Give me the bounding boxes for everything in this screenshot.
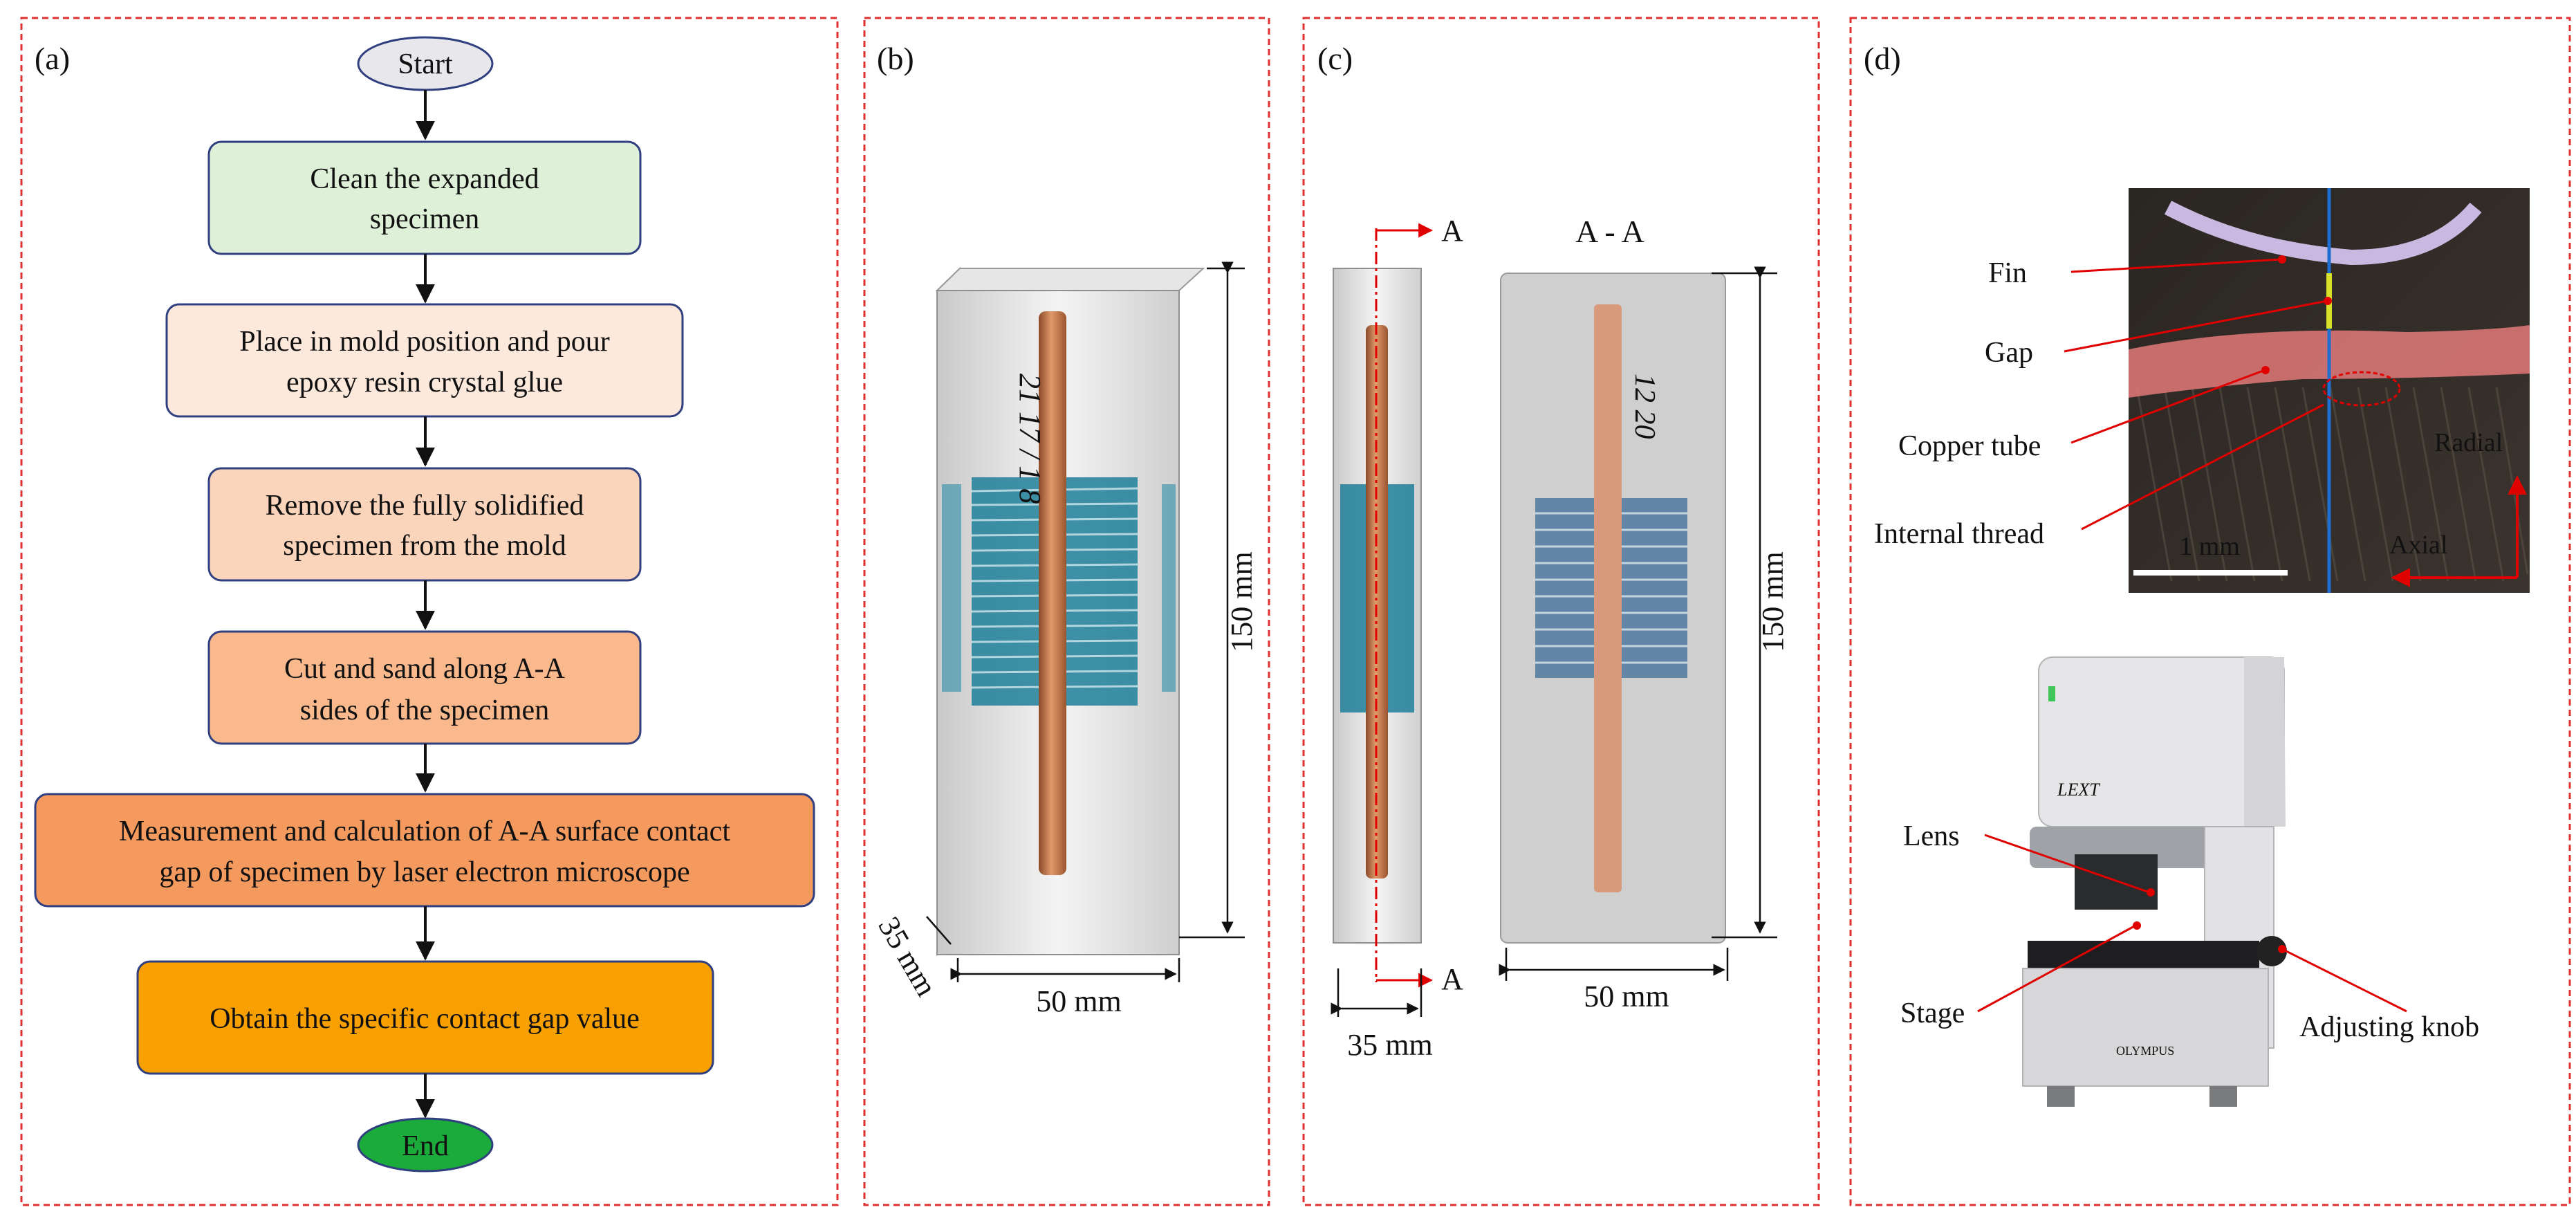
lext-brand: LEXT xyxy=(2057,780,2100,800)
lens-label: Lens xyxy=(1903,820,1960,852)
copper-tube-label: Copper tube xyxy=(1898,430,2041,462)
dim-c-right-width-label: 50 mm xyxy=(1584,980,1669,1013)
fin-label: Fin xyxy=(1988,257,2027,289)
block-b-marking: 21 17 / 1 8 xyxy=(1013,374,1047,504)
radial-label: Radial xyxy=(2434,428,2503,457)
adjusting-knob-icon xyxy=(2257,936,2287,966)
resin-block-photo: 21 17 / 1 8 xyxy=(935,266,1205,957)
dim-b-width-label: 50 mm xyxy=(1036,984,1121,1018)
internal-thread-label: Internal thread xyxy=(1874,518,2044,550)
step-4-line1: Cut and sand along A-A xyxy=(284,653,566,685)
step-3-line1: Remove the fully solidified xyxy=(266,490,584,522)
dim-c-left-width-label: 35 mm xyxy=(1347,1028,1432,1062)
step-5-box xyxy=(34,793,815,908)
panel-b-border xyxy=(863,17,1270,1206)
dim-c-left-width xyxy=(1331,968,1423,1017)
step-4-box xyxy=(207,630,642,745)
start-label: Start xyxy=(398,48,453,80)
step-3-box xyxy=(207,467,642,582)
laser-microscope: LEXT OLYMPUS xyxy=(2022,656,2287,1107)
micrograph-image: 1 mm Axial Radial xyxy=(2129,188,2530,593)
step-4-line2: sides of the specimen xyxy=(300,695,549,726)
gap-leader xyxy=(2064,300,2328,353)
internal-thread-leader xyxy=(2081,403,2324,531)
panel-a-border xyxy=(20,17,839,1206)
dim-b-height xyxy=(1179,261,1245,939)
dim-c-height-label: 150 mm xyxy=(1756,551,1790,652)
stage-leader xyxy=(1977,924,2136,1013)
dim-b-height-label: 150 mm xyxy=(1225,551,1259,652)
dim-b-depth xyxy=(926,916,952,945)
dim-b-width xyxy=(950,958,1180,982)
step-5-line2: gap of specimen by laser electron micros… xyxy=(159,856,689,888)
step-2-box xyxy=(165,303,684,418)
step-3-line2: specimen from the mold xyxy=(283,530,566,562)
section-bottom-label: A xyxy=(1441,962,1463,996)
step-2-line2: epoxy resin crystal glue xyxy=(286,367,563,398)
step-5-line1: Measurement and calculation of A-A surfa… xyxy=(119,816,730,847)
copper-tube xyxy=(1039,311,1066,875)
scale-label: 1 mm xyxy=(2179,532,2240,561)
adjusting-knob-label: Adjusting knob xyxy=(2299,1011,2479,1043)
dim-c-right-width xyxy=(1499,948,1729,981)
section-title: A - A xyxy=(1575,214,1644,249)
step-1-box xyxy=(207,140,642,255)
copper-tube-leader xyxy=(2070,369,2265,444)
adjusting-knob-leader xyxy=(2281,948,2407,1013)
step-6-line1: Obtain the specific contact gap value xyxy=(210,1003,640,1035)
panel-a-label: (a) xyxy=(35,41,70,76)
step-1-line1: Clean the expanded xyxy=(310,163,539,195)
step-2-line1: Place in mold position and pour xyxy=(239,326,609,358)
section-top-label: A xyxy=(1441,214,1463,248)
panel-d-label: (d) xyxy=(1864,41,1901,76)
dim-c-height xyxy=(1712,266,1777,939)
internal-thread-highlight xyxy=(2322,371,2401,407)
panel-c-label: (c) xyxy=(1317,41,1353,76)
lens-leader xyxy=(1984,834,2150,894)
olympus-brand: OLYMPUS xyxy=(2116,1044,2174,1058)
end-terminal xyxy=(357,1117,494,1173)
step-1-line2: specimen xyxy=(370,203,480,235)
fin-leader xyxy=(2070,258,2281,273)
panel-b-label: (b) xyxy=(877,41,914,76)
end-label: End xyxy=(402,1130,449,1162)
axial-label: Axial xyxy=(2389,531,2447,560)
block-c-marking: 12 20 xyxy=(1629,374,1660,439)
gap-label: Gap xyxy=(1985,337,2033,369)
panel-d-border xyxy=(1849,17,2571,1206)
stage-label: Stage xyxy=(1900,997,1965,1029)
section-face-photo: 12 20 xyxy=(1500,273,1726,944)
